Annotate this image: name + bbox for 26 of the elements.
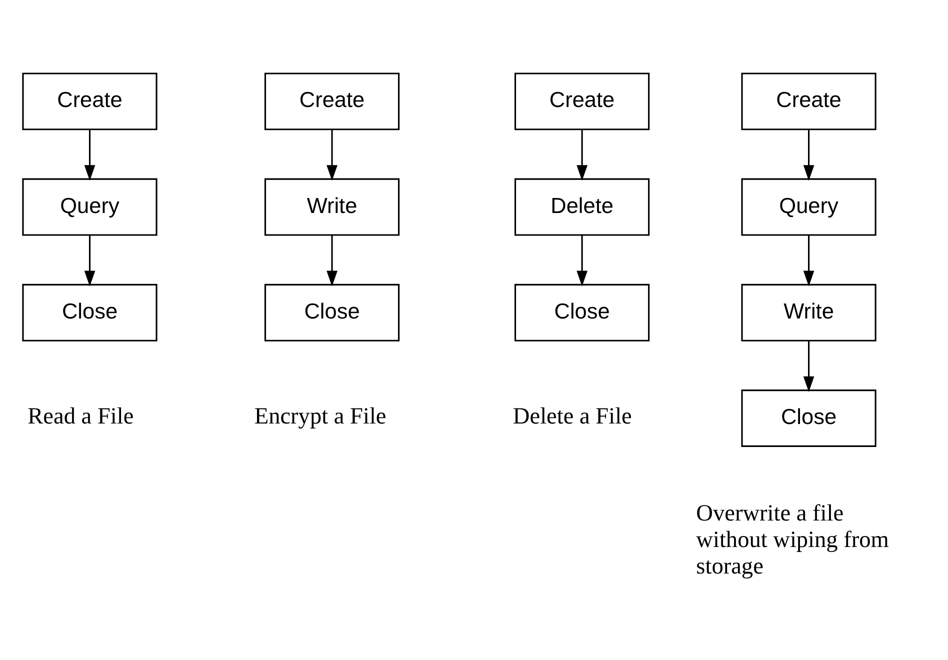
node-box: Close: [740, 389, 876, 446]
arrow: [84, 235, 95, 286]
node-box: Write: [740, 283, 876, 341]
node-box: Close: [264, 283, 400, 341]
node-box: Query: [740, 178, 876, 236]
arrow: [576, 129, 587, 180]
arrow: [802, 129, 814, 180]
arrow: [84, 129, 95, 180]
node-box: Create: [514, 72, 650, 130]
arrow: [576, 235, 587, 286]
node-box: Create: [740, 72, 876, 130]
node-box: Write: [264, 178, 400, 236]
arrow: [802, 340, 814, 392]
node-box: Create: [264, 72, 400, 130]
node-box: Query: [22, 178, 157, 236]
arrow: [326, 235, 337, 286]
node-box: Delete: [514, 178, 650, 236]
label: Read a File: [27, 403, 134, 430]
label: Delete a File: [512, 403, 632, 430]
arrow: [326, 129, 337, 180]
label: Overwrite a file without wiping from storage: [696, 500, 888, 580]
arrow: [802, 235, 814, 286]
node-box: Close: [22, 283, 157, 341]
label: Encrypt a File: [254, 403, 386, 430]
node-box: Close: [514, 283, 650, 341]
node-box: Create: [22, 72, 157, 130]
